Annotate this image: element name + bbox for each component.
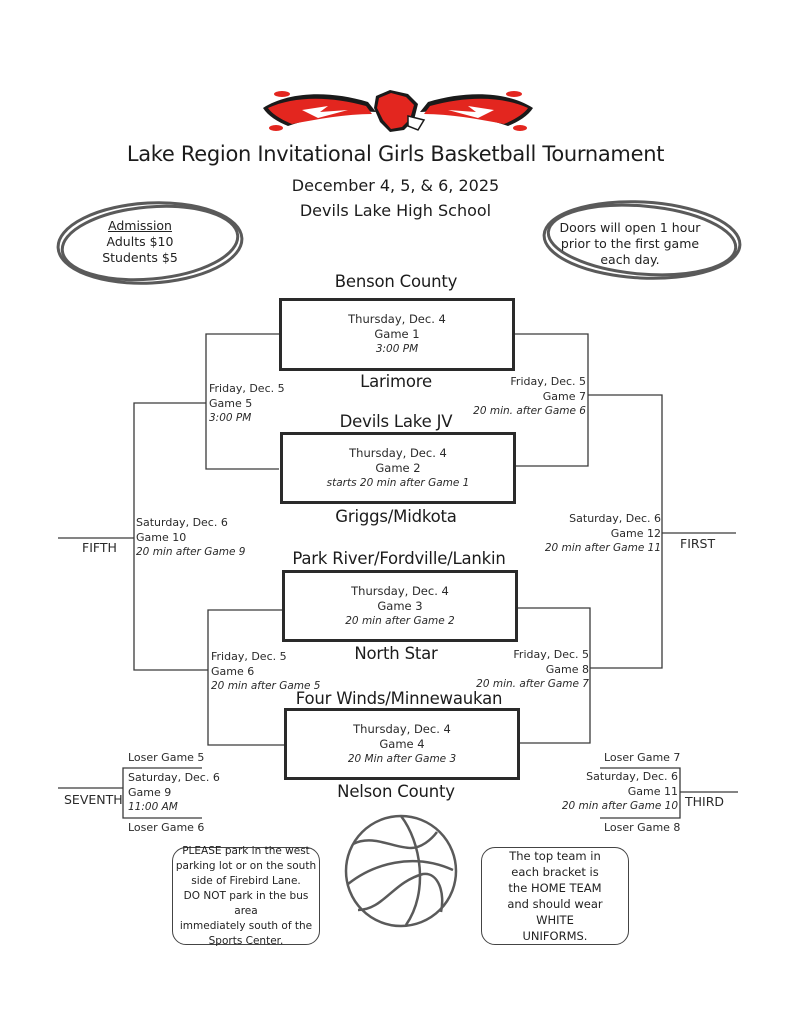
loser-game-5: Loser Game 5 — [128, 751, 205, 764]
team-nelson-county: Nelson County — [337, 782, 455, 801]
note-line: side of Firebird Lane. — [191, 874, 301, 887]
game-time: 20 min after Game 11 — [544, 542, 661, 554]
tournament-dates: December 4, 5, & 6, 2025 — [291, 176, 500, 195]
note-line: WHITE — [536, 913, 574, 927]
game-time: 3:00 PM — [209, 412, 252, 424]
game-time: 20 min. after Game 7 — [476, 678, 589, 690]
parking-note: PLEASE park in the west parking lot or o… — [172, 844, 320, 947]
game-time: 3:00 PM — [375, 343, 419, 355]
game-1-box: Thursday, Dec. 4 Game 1 3:00 PM — [279, 298, 515, 371]
game-10-label: Saturday, Dec. 6 Game 10 20 min after Ga… — [136, 516, 245, 560]
tournament-venue: Devils Lake High School — [299, 201, 492, 220]
game-time: 11:00 AM — [128, 801, 178, 813]
game-time: 20 Min after Game 3 — [347, 752, 457, 765]
game-3-box: Thursday, Dec. 4 Game 3 20 min after Gam… — [282, 570, 518, 642]
game-6-label: Friday, Dec. 5 Game 6 20 min after Game … — [211, 650, 320, 694]
note-line: each bracket is — [511, 865, 599, 879]
game-2-box: Thursday, Dec. 4 Game 2 starts 20 min af… — [280, 432, 516, 504]
game-4-box: Thursday, Dec. 4 Game 4 20 Min after Gam… — [284, 708, 520, 780]
game-day: Thursday, Dec. 4 — [348, 312, 446, 326]
game-number: Game 1 — [374, 327, 420, 341]
game-11-label: Saturday, Dec. 6 Game 11 20 min after Ga… — [562, 770, 678, 814]
game-number: Game 7 — [542, 389, 586, 403]
game-day: Thursday, Dec. 4 — [353, 721, 451, 736]
game-12-label: Saturday, Dec. 6 Game 12 20 min after Ga… — [545, 512, 661, 556]
game-day: Thursday, Dec. 4 — [349, 445, 447, 460]
team-benson-county: Benson County — [334, 272, 458, 291]
game-number: Game 6 — [211, 664, 255, 678]
admission-students: Students $5 — [102, 250, 178, 265]
note-line: parking lot or on the south — [175, 859, 317, 872]
place-fifth: FIFTH — [82, 540, 117, 555]
game-day: Saturday, Dec. 6 — [569, 512, 661, 525]
game-8-label: Friday, Dec. 5 Game 8 20 min. after Game… — [476, 648, 589, 692]
game-day: Saturday, Dec. 6 — [586, 770, 678, 783]
note-line: UNIFORMS. — [522, 929, 588, 943]
game-day: Saturday, Dec. 6 — [136, 516, 228, 529]
game-number: Game 4 — [379, 736, 425, 751]
home-team-note: The top team in each bracket is the HOME… — [481, 847, 629, 945]
game-time: 20 min after Game 2 — [345, 614, 455, 627]
game-time: 20 min after Game 9 — [136, 546, 246, 558]
game-time: 20 min. after Game 6 — [473, 405, 586, 417]
place-third: THIRD — [685, 794, 725, 809]
firebird-logo-icon — [263, 90, 533, 132]
game-7-label: Friday, Dec. 5 Game 7 20 min. after Game… — [473, 375, 586, 419]
admission-info: Admission Adults $10 Students $5 — [80, 218, 200, 266]
team-larimore: Larimore — [360, 372, 432, 391]
doors-info: Doors will open 1 hour prior to the firs… — [555, 220, 705, 268]
loser-game-8: Loser Game 8 — [604, 821, 681, 834]
team-griggs-midkota: Griggs/Midkota — [335, 507, 457, 526]
game-day: Thursday, Dec. 4 — [351, 583, 449, 598]
admission-oval-icon — [56, 201, 244, 285]
note-line: Sports Center. — [208, 934, 284, 947]
loser-game-6: Loser Game 6 — [128, 821, 205, 834]
game-day: Friday, Dec. 5 — [510, 375, 586, 388]
game-number: Game 11 — [627, 784, 678, 798]
page-title: Lake Region Invitational Girls Basketbal… — [126, 142, 665, 166]
loser-game-7: Loser Game 7 — [604, 751, 681, 764]
place-first: FIRST — [680, 536, 716, 551]
team-four-winds: Four Winds/Minnewaukan — [295, 689, 503, 708]
game-day: Saturday, Dec. 6 — [128, 771, 220, 784]
game-number: Game 5 — [209, 396, 253, 410]
note-line: the HOME TEAM — [508, 881, 602, 895]
team-devils-lake-jv: Devils Lake JV — [339, 412, 453, 431]
game-day: Friday, Dec. 5 — [211, 650, 287, 663]
game-number: Game 12 — [610, 526, 661, 540]
place-seventh: SEVENTH — [64, 792, 123, 807]
note-line: and should wear — [507, 897, 603, 911]
game-day: Friday, Dec. 5 — [209, 382, 285, 395]
note-line: DO NOT park in the bus area — [183, 889, 309, 917]
note-line: immediately south of the — [179, 919, 313, 932]
game-day: Friday, Dec. 5 — [513, 648, 589, 661]
game-time: starts 20 min after Game 1 — [326, 476, 470, 489]
game-number: Game 3 — [377, 598, 423, 613]
doors-line: prior to the first game — [560, 236, 700, 251]
doors-line: each day. — [600, 252, 660, 267]
game-9-label: Saturday, Dec. 6 Game 9 11:00 AM — [128, 771, 220, 815]
basketball-icon — [344, 814, 458, 928]
game-time: 20 min after Game 5 — [211, 680, 321, 692]
game-number: Game 10 — [136, 530, 187, 544]
doors-oval-icon — [542, 200, 742, 280]
admission-adults: Adults $10 — [106, 234, 174, 249]
admission-heading: Admission — [108, 218, 172, 233]
note-line: The top team in — [509, 849, 601, 863]
game-number: Game 9 — [128, 785, 172, 799]
team-north-star: North Star — [354, 644, 438, 663]
game-number: Game 2 — [375, 460, 421, 475]
doors-line: Doors will open 1 hour — [559, 220, 701, 235]
note-line: PLEASE park in the west — [182, 844, 310, 857]
game-time: 20 min after Game 10 — [561, 800, 678, 812]
game-5-label: Friday, Dec. 5 Game 5 3:00 PM — [209, 382, 285, 426]
team-park-river: Park River/Fordville/Lankin — [292, 549, 506, 568]
game-number: Game 8 — [545, 662, 589, 676]
